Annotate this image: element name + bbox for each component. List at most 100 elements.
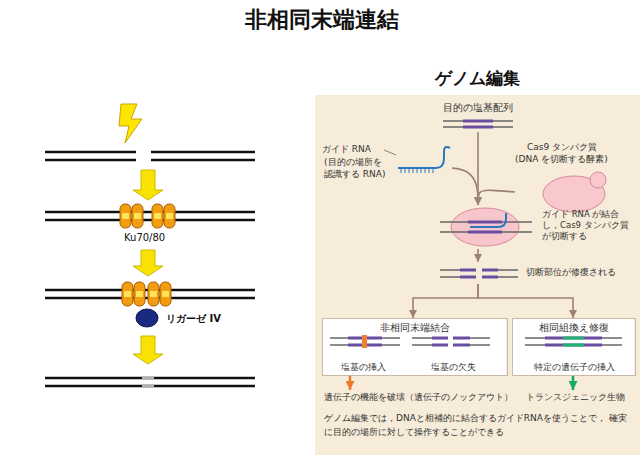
dna-strand — [151, 151, 255, 154]
dna-broken — [45, 152, 255, 160]
target-segment — [460, 269, 476, 272]
diagram-title: 非相同末端連結 — [0, 6, 643, 35]
dna-repaired — [45, 378, 255, 386]
ku-subunit — [148, 282, 159, 306]
dna-strand — [45, 385, 255, 388]
ku-band — [134, 213, 141, 219]
repair-patch — [142, 377, 154, 380]
node-text: 目的の塩基配列 — [430, 102, 526, 114]
ku-band — [166, 213, 173, 219]
flow-arrow — [572, 376, 575, 390]
ku-protein — [120, 204, 175, 228]
cas9-complex — [451, 208, 519, 246]
node-text: Cas9 タンパク質 — [527, 142, 597, 154]
insertion-dna — [330, 335, 400, 348]
hr-box: 相同組換え修復特定の遺伝子の挿入 — [512, 318, 636, 376]
target-segment — [432, 337, 448, 340]
ligase-iv — [136, 309, 158, 327]
ku-subunit — [152, 204, 163, 228]
dna-strand — [412, 344, 448, 346]
inserted-gene — [563, 344, 584, 347]
rna-bases — [401, 168, 433, 173]
ku-band — [122, 213, 129, 219]
box-fill — [322, 318, 506, 376]
transgenic-result: トランスジェニック生物 — [520, 390, 632, 406]
inserted-gene — [563, 337, 584, 340]
dna-ku — [45, 212, 255, 220]
protein-label: リガーゼ IV — [166, 312, 221, 325]
nhej-box: 非相同末端結合塩基の挿入塩基の欠失 — [322, 318, 508, 376]
target-segment — [482, 276, 498, 279]
ku-subunit — [122, 282, 133, 306]
ku-subunit — [120, 204, 131, 228]
dna-strand — [443, 120, 513, 122]
dna-strand — [45, 377, 255, 380]
dna-strand — [45, 159, 136, 162]
cas9-complex-step: ガイド RNA が結合 し，Cas9 タンパク質 が切断する — [436, 205, 632, 249]
rna-strand — [470, 213, 506, 227]
target-segment — [482, 269, 498, 272]
ku-subunit — [160, 282, 171, 306]
node-text: ガイド RNA — [322, 144, 371, 156]
deletion-dna — [412, 338, 490, 345]
flow-arrow — [413, 284, 478, 318]
step-arrow — [133, 170, 163, 200]
flow-arrow — [349, 376, 352, 390]
gene-insert-dna — [525, 338, 622, 345]
step-arrow — [133, 336, 163, 364]
dna-strand — [443, 126, 513, 128]
ku-band — [136, 291, 143, 297]
node-text: 塩基の欠失 — [431, 362, 476, 373]
dna-strand — [440, 276, 476, 278]
flow-arrow — [478, 190, 515, 205]
dna-strand — [525, 337, 622, 339]
leader-line — [384, 150, 396, 155]
dna-strand — [151, 159, 255, 162]
cas9-protein: Cas9 タンパク質(DNA を切断する酵素) — [515, 140, 623, 212]
step-arrow — [133, 250, 163, 276]
node-text: 遺伝子の機能を破壊（遺伝子のノックアウト） — [324, 392, 513, 403]
node-text: ガイド RNA が結合 し，Cas9 タンパク質 が切断する — [542, 209, 630, 242]
flow-arrow — [452, 168, 478, 205]
target-segment — [463, 120, 493, 123]
dna-strand — [45, 219, 255, 222]
node-text: トランスジェニック生物 — [520, 392, 630, 403]
dna-strand — [440, 221, 532, 223]
dna-ligase — [45, 290, 255, 298]
complex-drawing — [440, 208, 532, 246]
dna-strand — [482, 276, 518, 278]
node-text: (目的の場所を 認識する RNA) — [324, 157, 392, 180]
lightning-bolt — [119, 104, 142, 143]
target-segment — [545, 337, 602, 340]
target-segment — [460, 276, 476, 279]
dna-strand — [453, 337, 490, 339]
ku-subunit — [164, 204, 175, 228]
panel-ground — [315, 95, 640, 455]
target-segment — [453, 344, 470, 347]
caption: ゲノム編集では，DNAと相補的に結合するガイドRNAを使うことで， 確実に目的の… — [324, 412, 634, 440]
box-fill — [512, 318, 634, 376]
ku-band — [162, 291, 169, 297]
dna-strand — [482, 269, 518, 271]
node-text: ゲノム編集 — [315, 67, 640, 89]
flow-arrow — [477, 249, 479, 262]
cas9-lobe — [590, 172, 606, 188]
target-segment — [468, 221, 502, 224]
inserted-base — [362, 335, 367, 348]
rna-strand — [398, 147, 450, 168]
dna-strand — [45, 211, 255, 214]
node-text: 塩基の挿入 — [341, 362, 386, 373]
guide-rna: ガイド RNA(目的の場所を 認識する RNA) — [322, 142, 452, 186]
cut-dna — [440, 270, 518, 277]
cut-site-step: 切断部位が修復される — [436, 262, 631, 284]
ku-band — [124, 291, 131, 297]
ku-band — [150, 291, 157, 297]
protein-label: Ku70/80 — [124, 231, 165, 244]
nhej-illustration — [45, 104, 255, 386]
ku-band — [154, 213, 161, 219]
target-segment — [468, 231, 502, 234]
target-segment — [463, 126, 493, 129]
target-sequence: 目的の塩基配列 — [430, 102, 528, 132]
target-dna — [443, 121, 513, 127]
